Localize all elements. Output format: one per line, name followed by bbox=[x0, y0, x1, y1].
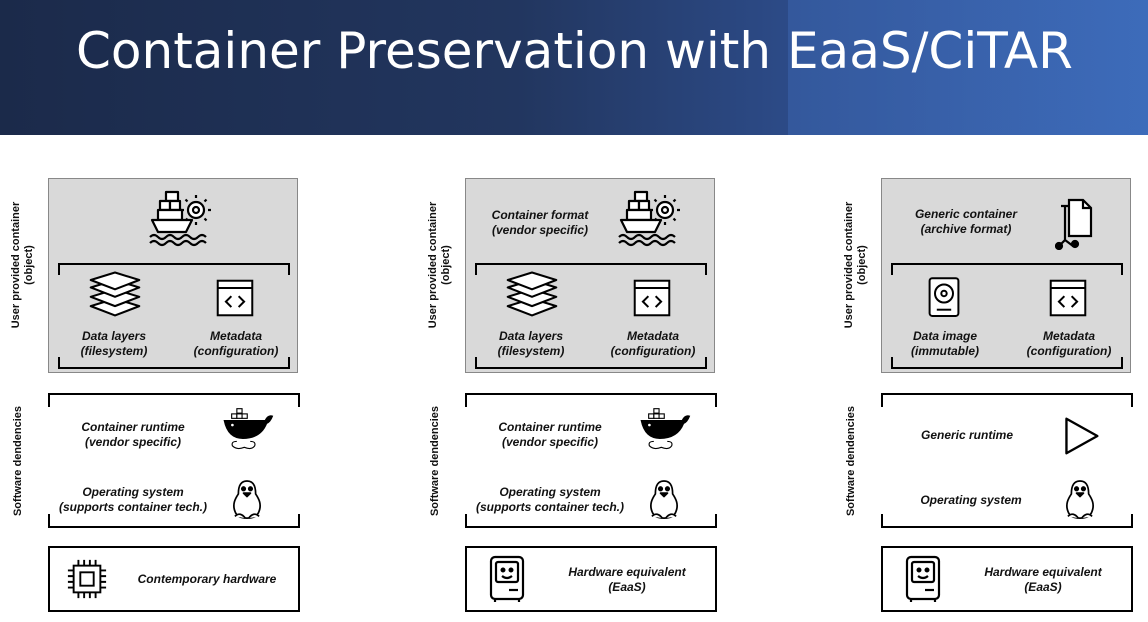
column-eaas-vendor: User provided container (object) Softwar… bbox=[417, 0, 717, 622]
bracket-top bbox=[58, 263, 290, 275]
linux-penguin-icon bbox=[1061, 478, 1099, 522]
layers-icon bbox=[87, 270, 143, 318]
side-label-object: User provided container (object) bbox=[10, 201, 35, 329]
disk-image-icon bbox=[926, 276, 962, 320]
runtime-label: Container runtime(vendor specific) bbox=[498, 420, 602, 449]
software-bracket-top bbox=[465, 393, 717, 407]
software-bracket-bottom bbox=[465, 514, 717, 528]
side-label-software: Software dendencies bbox=[845, 405, 857, 517]
side-label-software: Software dendencies bbox=[12, 405, 24, 517]
code-window-icon bbox=[215, 278, 255, 318]
play-triangle-icon bbox=[1061, 414, 1101, 458]
ship-gear-icon bbox=[148, 188, 218, 248]
data-image-label: Data image(immutable) bbox=[910, 329, 979, 358]
hardware-box bbox=[48, 546, 300, 612]
data-layers-label: Data layers(filesystem) bbox=[80, 329, 148, 358]
runtime-label: Container runtime(vendor specific) bbox=[81, 420, 185, 449]
bracket-top bbox=[891, 263, 1123, 275]
software-box bbox=[465, 393, 717, 528]
column-eaas-generic: User provided container (object) Softwar… bbox=[833, 0, 1133, 622]
os-label: Operating system(supports container tech… bbox=[475, 485, 624, 514]
side-label-object: User provided container (object) bbox=[843, 201, 868, 329]
side-label-software: Software dendencies bbox=[429, 405, 441, 517]
docker-whale-icon bbox=[222, 402, 274, 454]
software-bracket-top bbox=[881, 393, 1133, 407]
header-glow bbox=[788, 0, 1148, 135]
retro-mac-icon bbox=[487, 555, 527, 603]
software-box bbox=[881, 393, 1133, 528]
ship-gear-icon bbox=[617, 188, 687, 248]
metadata-label: Metadata(configuration) bbox=[1026, 329, 1112, 358]
hardware-label: Contemporary hardware bbox=[137, 572, 277, 586]
slide-header: Container Preservation with EaaS/CiTAR bbox=[0, 0, 1148, 135]
bracket-top bbox=[475, 263, 707, 275]
docker-whale-icon bbox=[639, 402, 691, 454]
data-layers-label: Data layers(filesystem) bbox=[497, 329, 565, 358]
os-label: Operating system(supports container tech… bbox=[58, 485, 207, 514]
container-format-label: Container format(vendor specific) bbox=[491, 208, 589, 237]
side-label-object: User provided container (object) bbox=[427, 201, 452, 329]
metadata-label: Metadata(configuration) bbox=[610, 329, 696, 358]
software-bracket-top bbox=[48, 393, 300, 407]
archive-cart-icon bbox=[1055, 196, 1095, 250]
software-bracket-bottom bbox=[48, 514, 300, 528]
cpu-chip-icon bbox=[66, 558, 108, 600]
software-bracket-bottom bbox=[881, 514, 1133, 528]
hardware-box bbox=[465, 546, 717, 612]
metadata-label: Metadata(configuration) bbox=[193, 329, 279, 358]
code-window-icon bbox=[632, 278, 672, 318]
os-label: Operating system bbox=[920, 493, 1022, 507]
hardware-label: Hardware equivalent(EaaS) bbox=[568, 565, 686, 594]
retro-mac-icon bbox=[903, 555, 943, 603]
layers-icon bbox=[504, 270, 560, 318]
bracket-bottom bbox=[475, 357, 707, 369]
linux-penguin-icon bbox=[228, 478, 266, 522]
bracket-bottom bbox=[58, 357, 290, 369]
hardware-label: Hardware equivalent(EaaS) bbox=[984, 565, 1102, 594]
code-window-icon bbox=[1048, 278, 1088, 318]
software-box bbox=[48, 393, 300, 528]
hardware-box bbox=[881, 546, 1133, 612]
slide-title: Container Preservation with EaaS/CiTAR bbox=[76, 22, 1073, 80]
bracket-bottom bbox=[891, 357, 1123, 369]
generic-container-label: Generic container(archive format) bbox=[914, 207, 1018, 236]
runtime-label: Generic runtime bbox=[920, 428, 1014, 442]
column-contemporary: User provided container (object) Softwar… bbox=[0, 0, 300, 622]
linux-penguin-icon bbox=[645, 478, 683, 522]
